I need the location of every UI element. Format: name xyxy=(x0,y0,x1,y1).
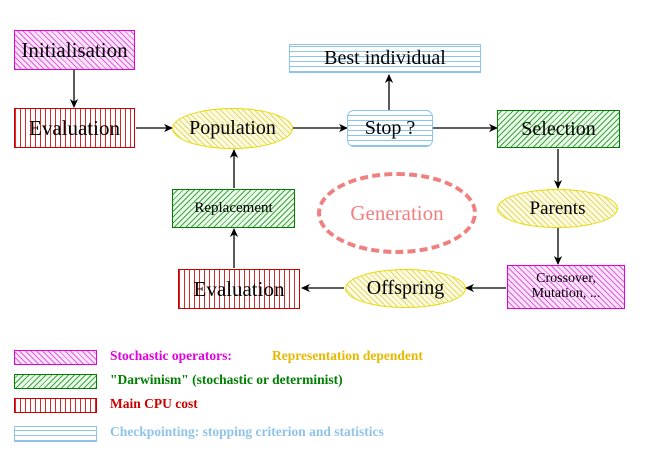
node-best-individual[interactable]: Best individual xyxy=(289,44,481,73)
legend-label-checkpointing: Checkpointing: stopping criterion and st… xyxy=(110,424,384,439)
node-offspring[interactable]: Offspring xyxy=(345,269,466,308)
node-initialisation[interactable]: Initialisation xyxy=(14,30,135,70)
legend-swatch-checkpointing xyxy=(14,426,97,442)
legend-label-main-cpu-cost: Main CPU cost xyxy=(110,396,198,411)
legend-label-stochastic-operators: Stochastic operators: xyxy=(110,348,232,363)
node-population[interactable]: Population xyxy=(172,108,293,149)
node-generation: Generation xyxy=(317,172,477,254)
node-selection-label: Selection xyxy=(521,117,596,140)
legend-swatch-darwinism xyxy=(14,374,97,389)
node-evaluation-bottom[interactable]: Evaluation xyxy=(178,269,300,309)
node-offspring-label: Offspring xyxy=(366,277,445,299)
node-evaluation-bottom-label: Evaluation xyxy=(193,276,285,301)
legend-swatch-stochastic-operators xyxy=(14,350,97,365)
node-parents-label: Parents xyxy=(529,197,586,219)
node-crossover-mutation-label-line1: Crossover, xyxy=(536,271,596,287)
node-evaluation-top-label: Evaluation xyxy=(29,115,120,140)
node-replacement[interactable]: Replacement xyxy=(172,189,295,228)
node-parents[interactable]: Parents xyxy=(497,189,618,228)
legend-swatch-main-cpu-cost xyxy=(14,398,97,413)
node-best-individual-label: Best individual xyxy=(324,47,446,69)
node-crossover-mutation[interactable]: Crossover, Mutation, ... xyxy=(507,265,625,309)
legend-label-darwinism: "Darwinism" (stochastic or determinist) xyxy=(110,372,343,387)
node-initialisation-label: Initialisation xyxy=(21,37,128,62)
node-population-label: Population xyxy=(189,117,276,139)
node-selection[interactable]: Selection xyxy=(497,110,620,148)
node-crossover-mutation-label-line2: Mutation, ... xyxy=(531,286,601,301)
node-stop[interactable]: Stop ? xyxy=(347,110,433,147)
node-generation-label: Generation xyxy=(350,200,444,225)
node-stop-label: Stop ? xyxy=(364,117,416,139)
legend-label-representation-dependent: Representation dependent xyxy=(272,348,423,363)
node-evaluation-top[interactable]: Evaluation xyxy=(14,108,135,148)
node-replacement-label: Replacement xyxy=(194,199,273,216)
